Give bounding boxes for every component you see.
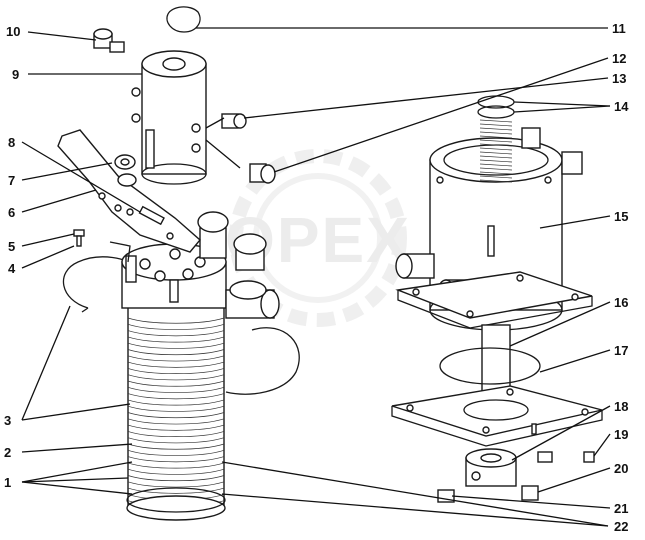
callout-15: 15 xyxy=(614,209,628,224)
spring-coil-line xyxy=(127,342,225,349)
callout-7: 7 xyxy=(8,173,15,188)
spring-coil-line xyxy=(127,481,225,488)
callout-4: 4 xyxy=(8,261,16,276)
callout-2: 2 xyxy=(4,445,11,460)
callout-17: 17 xyxy=(614,343,628,358)
o-rings xyxy=(477,95,515,119)
callout-labels: 1 2 3 4 5 6 7 8 9 10 11 12 13 14 15 16 1… xyxy=(4,21,629,534)
spring-coil-line xyxy=(127,412,225,419)
washers xyxy=(114,154,137,187)
callout-10: 10 xyxy=(6,24,20,39)
thread-line xyxy=(479,127,513,131)
callout-12: 12 xyxy=(612,51,626,66)
spring-coil-line xyxy=(127,449,225,456)
spring-coil-line xyxy=(127,361,225,368)
collar xyxy=(465,448,517,487)
thread-line xyxy=(479,167,513,171)
top-fitting xyxy=(93,28,125,53)
lever-plate xyxy=(57,129,201,263)
callout-9: 9 xyxy=(12,67,19,82)
small-bolt xyxy=(73,229,85,247)
callout-8: 8 xyxy=(8,135,15,150)
upper-flange xyxy=(395,271,593,329)
middle-fittings xyxy=(221,113,276,184)
spring-coil-line xyxy=(127,405,225,412)
spring-coil-line xyxy=(127,323,225,330)
spring-coil-line xyxy=(127,431,225,437)
thread-line xyxy=(479,159,513,163)
spring-coil-line xyxy=(127,330,225,337)
thread-line xyxy=(479,131,513,135)
callout-13: 13 xyxy=(612,71,626,86)
spring-coil-line xyxy=(127,487,225,494)
callout-11: 11 xyxy=(612,21,626,36)
spring-coil-line xyxy=(127,462,225,469)
thread-line xyxy=(479,135,513,139)
callout-18: 18 xyxy=(614,399,628,414)
spring-coil-line xyxy=(127,349,225,356)
thread-line xyxy=(479,163,513,167)
spring-coil-line xyxy=(127,424,225,431)
spring-coil-line xyxy=(127,456,225,463)
spring-coil-line xyxy=(127,418,225,425)
thread-line xyxy=(479,155,513,159)
thread-line xyxy=(479,171,513,175)
callout-16: 16 xyxy=(614,295,628,310)
head-fittings xyxy=(197,211,280,319)
spring-coil-line xyxy=(127,368,225,374)
spring-coil-line xyxy=(127,443,225,450)
callout-5: 5 xyxy=(8,239,15,254)
spring-coil-line xyxy=(127,468,225,475)
thread-line xyxy=(479,139,513,143)
spring-coil-line xyxy=(127,386,225,393)
seal-ring xyxy=(439,347,541,385)
spring-coil-line xyxy=(127,374,225,381)
thread-line xyxy=(479,179,513,183)
leader-lines xyxy=(21,27,611,527)
thread-line xyxy=(479,119,513,123)
callout-21: 21 xyxy=(614,501,628,516)
spring-coil-line xyxy=(127,393,225,400)
spring-coil-line xyxy=(127,317,225,324)
callout-19: 19 xyxy=(614,427,628,442)
spring-coil-line xyxy=(127,475,225,482)
lock-ring xyxy=(166,6,201,33)
thread-line xyxy=(479,151,513,155)
pin xyxy=(138,205,165,226)
spring-coil-line xyxy=(127,355,225,362)
thread-line xyxy=(479,143,513,147)
spring-coil-line xyxy=(127,399,225,406)
callout-20: 20 xyxy=(614,461,628,476)
spring-coil-line xyxy=(127,380,225,387)
callout-1: 1 xyxy=(4,475,11,490)
lower-flange xyxy=(391,385,603,447)
housing-block xyxy=(131,50,207,185)
spring-coil-line xyxy=(127,437,225,444)
callout-3: 3 xyxy=(4,413,11,428)
spring-stack xyxy=(126,299,226,521)
small-fittings xyxy=(437,423,595,503)
thread-line xyxy=(479,123,513,127)
callout-14: 14 xyxy=(614,99,629,114)
spring-coil-line xyxy=(127,336,225,343)
thread-line xyxy=(479,175,513,179)
callout-6: 6 xyxy=(8,205,15,220)
callout-22: 22 xyxy=(614,519,628,534)
thread-line xyxy=(479,147,513,151)
